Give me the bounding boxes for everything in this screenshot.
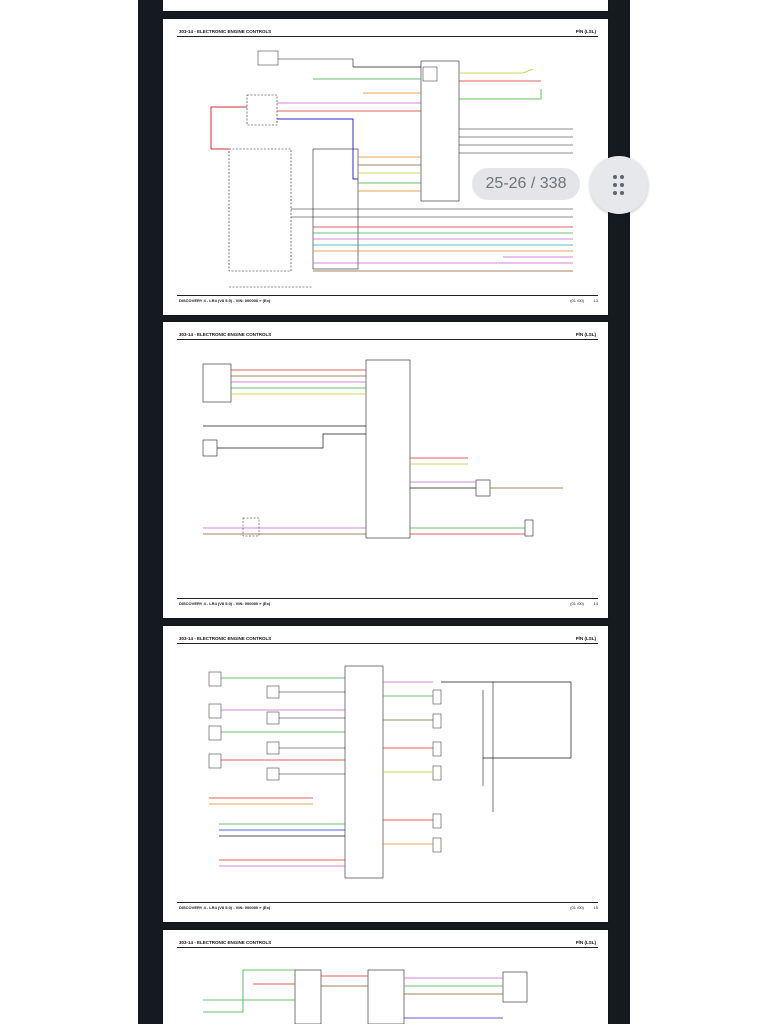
page-footer-number: 13	[593, 298, 598, 303]
page-header-title: 303-14 - ELECTRONIC ENGINE CONTROLS	[179, 29, 272, 34]
page-header-code: P/N (LSL)	[575, 29, 596, 34]
document-page-1: 303-14 - ELECTRONIC ENGINE CONTROLS P/N …	[163, 19, 608, 315]
wiring-diagram-3	[208, 665, 572, 879]
header-rule	[177, 643, 598, 644]
wiring-diagram-1	[210, 50, 573, 288]
page-footer-vehicle: DISCOVERY 4 - LR4 (V8 5.0) - VIN: 000000…	[179, 298, 271, 303]
page-footer-issue: (01 /00)	[570, 905, 584, 910]
header-rule	[177, 947, 598, 948]
fast-scroll-handle[interactable]	[590, 156, 648, 214]
page-footer-number: 14	[593, 601, 598, 606]
header-rule	[177, 339, 598, 340]
page-footer-issue: (01 /00)	[570, 601, 584, 606]
drag-handle-icon	[613, 175, 625, 195]
wiring-diagram-2	[202, 359, 563, 539]
page-previous-tail	[163, 0, 608, 11]
document-page-4: 303-14 - ELECTRONIC ENGINE CONTROLS P/N …	[163, 930, 608, 1024]
document-page-3: 303-14 - ELECTRONIC ENGINE CONTROLS P/N …	[163, 626, 608, 922]
page-header-title: 303-14 - ELECTRONIC ENGINE CONTROLS	[179, 636, 272, 641]
footer-rule	[177, 295, 598, 296]
footer-rule	[177, 598, 598, 599]
page-header-title: 303-14 - ELECTRONIC ENGINE CONTROLS	[179, 332, 272, 337]
page-header-code: P/N (LSL)	[575, 940, 596, 945]
page-header-code: P/N (LSL)	[575, 636, 596, 641]
page-footer-issue: (01 /00)	[570, 298, 584, 303]
footer-rule	[177, 902, 598, 903]
document-page-2: 303-14 - ELECTRONIC ENGINE CONTROLS P/N …	[163, 322, 608, 618]
page-footer-number: 15	[593, 905, 598, 910]
page-header-title: 303-14 - ELECTRONIC ENGINE CONTROLS	[179, 940, 272, 945]
page-footer-vehicle: DISCOVERY 4 - LR4 (V8 5.0) - VIN: 000000…	[179, 601, 271, 606]
page-footer-vehicle: DISCOVERY 4 - LR4 (V8 5.0) - VIN: 000000…	[179, 905, 271, 910]
page-header-code: P/N (LSL)	[575, 332, 596, 337]
page-indicator: 25-26 / 338	[472, 168, 580, 200]
header-rule	[177, 36, 598, 37]
wiring-diagram-4	[203, 969, 528, 1024]
